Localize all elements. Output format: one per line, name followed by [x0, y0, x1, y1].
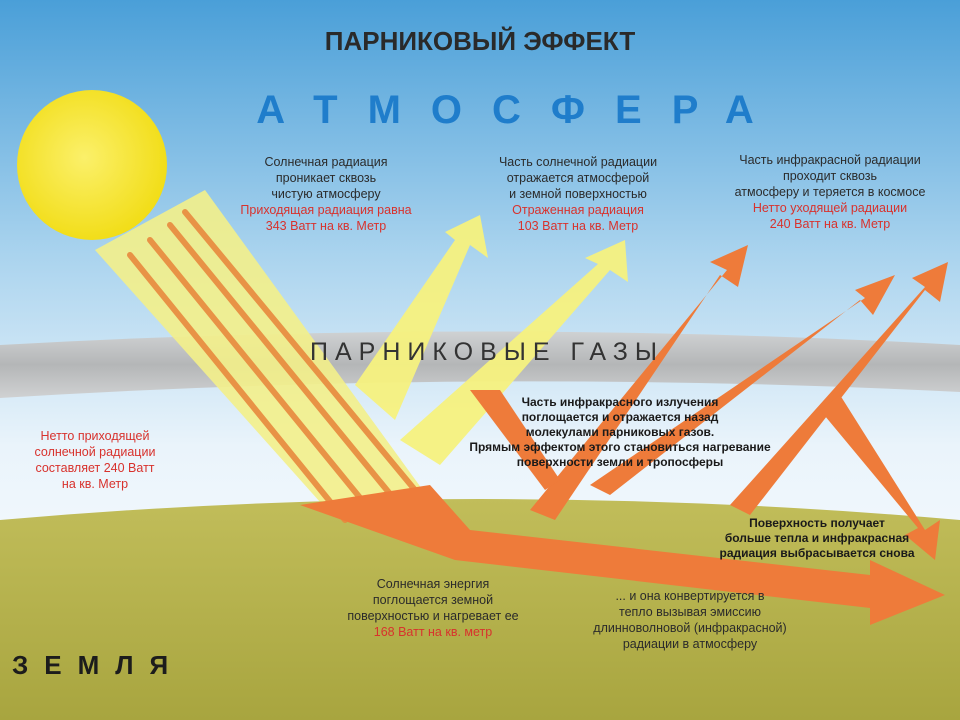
- infrared-arrows: [470, 245, 948, 560]
- caption-line: поверхности земли и тропосферы: [516, 455, 724, 469]
- caption-value-line: солнечной радиации: [34, 445, 156, 459]
- caption-line: Часть инфракрасного излучения: [521, 395, 719, 409]
- greenhouse-absorption-caption: Часть инфракрасного излучения поглощаетс…: [410, 395, 830, 470]
- caption-line: молекулами парниковых газов.: [525, 425, 715, 439]
- surface-heat-caption: Поверхность получает больше тепла и инфр…: [682, 516, 952, 561]
- caption-value-line: составляет 240 Ватт: [35, 461, 155, 475]
- infrared-emission-caption: ... и она конвертируется в тепло вызывая…: [560, 588, 820, 652]
- net-incoming-caption: Нетто приходящей солнечной радиации сост…: [10, 428, 180, 492]
- caption-value-line: Нетто приходящей: [40, 429, 150, 443]
- caption-line: чистую атмосферу: [271, 187, 381, 201]
- reflected-solar-beam-upper: [400, 240, 628, 465]
- caption-line: больше тепла и инфракрасная: [724, 531, 910, 545]
- caption-value-line: Приходящая радиация равна: [240, 203, 412, 217]
- caption-line: атмосферу и теряется в космосе: [734, 185, 926, 199]
- caption-value-line: Отраженная радиация: [512, 203, 644, 217]
- atmosphere-label: АТМОСФЕРА: [256, 88, 784, 132]
- caption-line: проходит сквозь: [782, 169, 878, 183]
- caption-line: радиации в атмосферу: [622, 637, 758, 651]
- caption-line: Поверхность получает: [749, 516, 885, 530]
- caption-line: и земной поверхностью: [509, 187, 647, 201]
- reflected-solar-beam: [355, 215, 488, 420]
- caption-line: поглощается земной: [372, 593, 494, 607]
- caption-line: Прямым эффектом этого становиться нагрев…: [469, 440, 771, 454]
- caption-value-line: 240 Ватт на кв. Метр: [769, 217, 891, 231]
- caption-line: радиация выбрасывается снова: [719, 546, 915, 560]
- greenhouse-gases-label: ПАРНИКОВЫЕ ГАЗЫ: [310, 338, 664, 366]
- caption-line: поглощается и отражается назад: [521, 410, 719, 424]
- outgoing-radiation-caption: Часть инфракрасной радиации проходит скв…: [705, 152, 955, 232]
- caption-line: Солнечная радиация: [264, 155, 388, 169]
- sun: [17, 90, 167, 240]
- earth-label: ЗЕМЛЯ: [12, 650, 185, 680]
- caption-line: проникает сквозь: [275, 171, 377, 185]
- caption-value-line: Нетто уходящей радиации: [752, 201, 908, 215]
- caption-line: Часть инфракрасной радиации: [739, 153, 921, 167]
- reflected-radiation-caption: Часть солнечной радиации отражается атмо…: [460, 154, 696, 234]
- solar-absorption-caption: Солнечная энергия поглощается земной пов…: [318, 576, 548, 640]
- caption-line: тепло вызывая эмиссию: [618, 605, 761, 619]
- caption-line: длинноволновой (инфракрасной): [593, 621, 787, 635]
- caption-line: ... и она конвертируется в: [615, 589, 765, 603]
- caption-line: Часть солнечной радиации: [498, 155, 658, 169]
- solar-rays: [127, 209, 418, 523]
- earth-ground: [0, 499, 960, 720]
- absorbed-energy-band: [300, 485, 945, 625]
- caption-line: поверхностью и нагревает ее: [347, 609, 519, 623]
- caption-line: Солнечная энергия: [376, 577, 490, 591]
- caption-value-line: 103 Ватт на кв. Метр: [517, 219, 639, 233]
- caption-value-line: на кв. Метр: [61, 477, 129, 491]
- page-title: ПАРНИКОВЫЙ ЭФФЕКТ: [324, 26, 636, 56]
- caption-value-line: 168 Ватт на кв. метр: [373, 625, 493, 639]
- caption-value-line: 343 Ватт на кв. Метр: [265, 219, 387, 233]
- incoming-radiation-caption: Солнечная радиация проникает сквозь чист…: [206, 154, 446, 234]
- caption-line: отражается атмосферой: [506, 171, 650, 185]
